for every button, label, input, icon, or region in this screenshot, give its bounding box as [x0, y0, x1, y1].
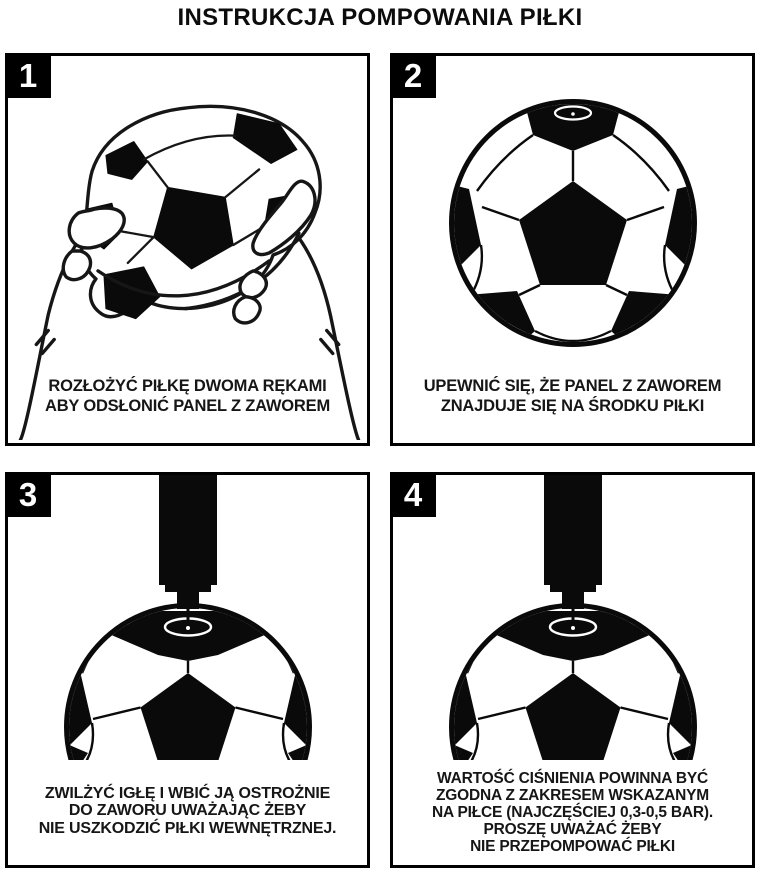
caption-line: WARTOŚĆ CIŚNIENIA POWINNA BYĆ	[437, 770, 708, 787]
caption-line: ZNAJDUJE SIĘ NA ŚRODKU PIŁKI	[440, 397, 705, 415]
left-index-finger	[61, 249, 93, 282]
step-number-badge: 3	[5, 472, 51, 517]
step-caption: ROZŁOŻYĆ PIŁKĘ DWOMA RĘKAMI ABY ODSŁONIĆ…	[14, 376, 361, 416]
step-panel-3: 3	[5, 472, 370, 868]
step-panel-1: 1	[5, 53, 370, 446]
pump-needle-icon	[543, 475, 602, 626]
hands-spreading-deflated-ball-illustration	[18, 104, 361, 440]
step-number-badge: 4	[390, 472, 436, 517]
soccer-ball-icon	[448, 99, 697, 347]
step-panel-2: 2	[390, 53, 755, 446]
caption-line: DO ZAWORU UWAŻAJĄC ŻEBY	[68, 802, 307, 819]
step-panel-4: 4	[390, 472, 755, 868]
pump-needle-icon	[158, 475, 217, 626]
caption-line: ZGODNA Z ZAKRESEM WSKAZANYM	[435, 787, 709, 804]
right-thumb	[251, 179, 317, 257]
step-caption: ZWILŻYĆ IGŁĘ I WBIĆ JĄ OSTROŻNIE DO ZAWO…	[14, 785, 361, 838]
caption-line: UPEWNIĆ SIĘ, ŻE PANEL Z ZAWOREM	[423, 377, 722, 395]
valve-icon	[553, 105, 592, 121]
soccer-ball-top-icon	[63, 603, 312, 760]
caption-line: ZWILŻYĆ IGŁĘ I WBIĆ JĄ OSTROŻNIE	[44, 784, 331, 802]
caption-line: NIE PRZEPOMPOWAĆ PIŁKI	[470, 838, 675, 855]
step-number-badge: 1	[5, 53, 51, 98]
step-caption: WARTOŚĆ CIŚNIENIA POWINNA BYĆ ZGODNA Z Z…	[399, 770, 746, 855]
right-fingertip	[232, 295, 262, 325]
caption-line: ROZŁOŻYĆ PIŁKĘ DWOMA RĘKAMI	[48, 377, 327, 395]
step-caption: UPEWNIĆ SIĘ, ŻE PANEL Z ZAWOREM ZNAJDUJE…	[399, 376, 746, 416]
caption-line: NIE USZKODZIĆ PIŁKI WEWNĘTRZNEJ.	[38, 819, 337, 837]
page-title: INSTRUKCJA POMPOWANIA PIŁKI	[177, 4, 583, 31]
left-thumb	[67, 206, 126, 250]
steps-grid: 1	[5, 53, 755, 868]
soccer-ball-top-icon	[448, 603, 697, 760]
caption-line: PROSZĘ UWAŻAĆ ŻEBY	[483, 821, 662, 838]
caption-line: NA PIŁCE (NAJCZĘŚCIEJ 0,3-0,5 BAR).	[432, 804, 713, 821]
step-number-badge: 2	[390, 53, 436, 98]
caption-line: ABY ODSŁONIĆ PANEL Z ZAWOREM	[45, 397, 330, 415]
